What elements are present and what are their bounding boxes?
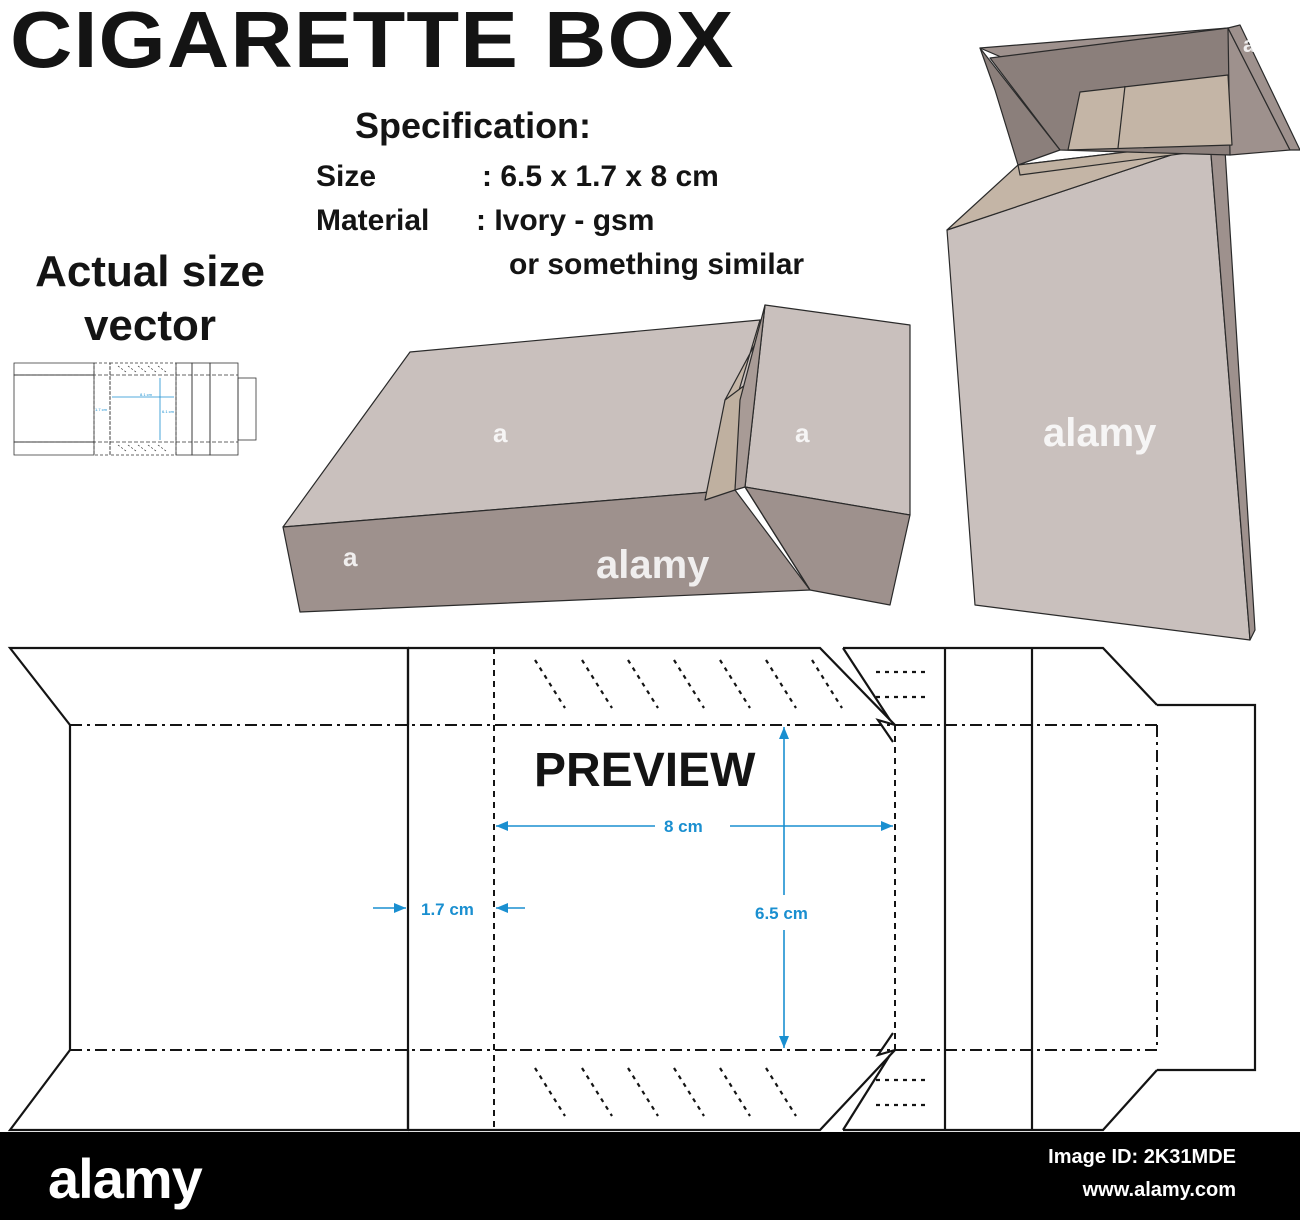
box-standing-illustration	[946, 24, 1300, 641]
dimension-lines	[373, 727, 893, 1048]
thumbnail-dieline: 8.1 cm 1.7 cm 6.1 cm	[13, 362, 257, 456]
watermark-logo: alamy	[596, 543, 710, 587]
box-standing-lid-right	[1227, 24, 1300, 151]
material-note: or something similar	[509, 248, 805, 281]
box-standing-lid-front	[979, 47, 1061, 166]
specification-heading: Specification:	[355, 105, 592, 146]
material-label: Material	[316, 204, 430, 237]
height-dimension-label: 6.5 cm	[755, 904, 808, 923]
watermark-logo: alamy	[1043, 411, 1157, 455]
box-standing-front	[946, 141, 1251, 641]
actual-size-heading: Actual size vector	[35, 247, 265, 350]
box-lying-illustration	[282, 304, 911, 613]
footer-bar: alamy Image ID: 2K31MDE www.alamy.com	[0, 1132, 1300, 1220]
box-lying-lid-top	[744, 304, 911, 516]
footer-logo[interactable]: alamy	[48, 1147, 203, 1210]
material-value: : Ivory - gsm	[476, 204, 655, 237]
size-value: : 6.5 x 1.7 x 8 cm	[482, 160, 719, 193]
width-dimension-label: 8 cm	[664, 817, 703, 836]
preview-dieline	[7, 646, 1257, 1132]
preview-label: PREVIEW	[534, 744, 756, 797]
watermark-letter: a	[1243, 32, 1256, 57]
thumbnail-depth-label: 1.7 cm	[95, 407, 108, 412]
watermark-letter: a	[493, 418, 508, 448]
footer-url[interactable]: www.alamy.com	[1082, 1179, 1236, 1201]
thumbnail-width-label: 8.1 cm	[140, 392, 153, 397]
thumbnail-height-label: 6.1 cm	[162, 409, 175, 414]
page-title: CIGARETTE BOX	[10, 0, 735, 84]
watermark-letter: a	[343, 542, 358, 572]
watermark-letter: a	[795, 418, 810, 448]
footer-image-id: Image ID: 2K31MDE	[1048, 1146, 1236, 1168]
box-standing-lid-insert	[1067, 74, 1233, 151]
size-label: Size	[316, 160, 377, 193]
depth-dimension-label: 1.7 cm	[421, 900, 474, 919]
